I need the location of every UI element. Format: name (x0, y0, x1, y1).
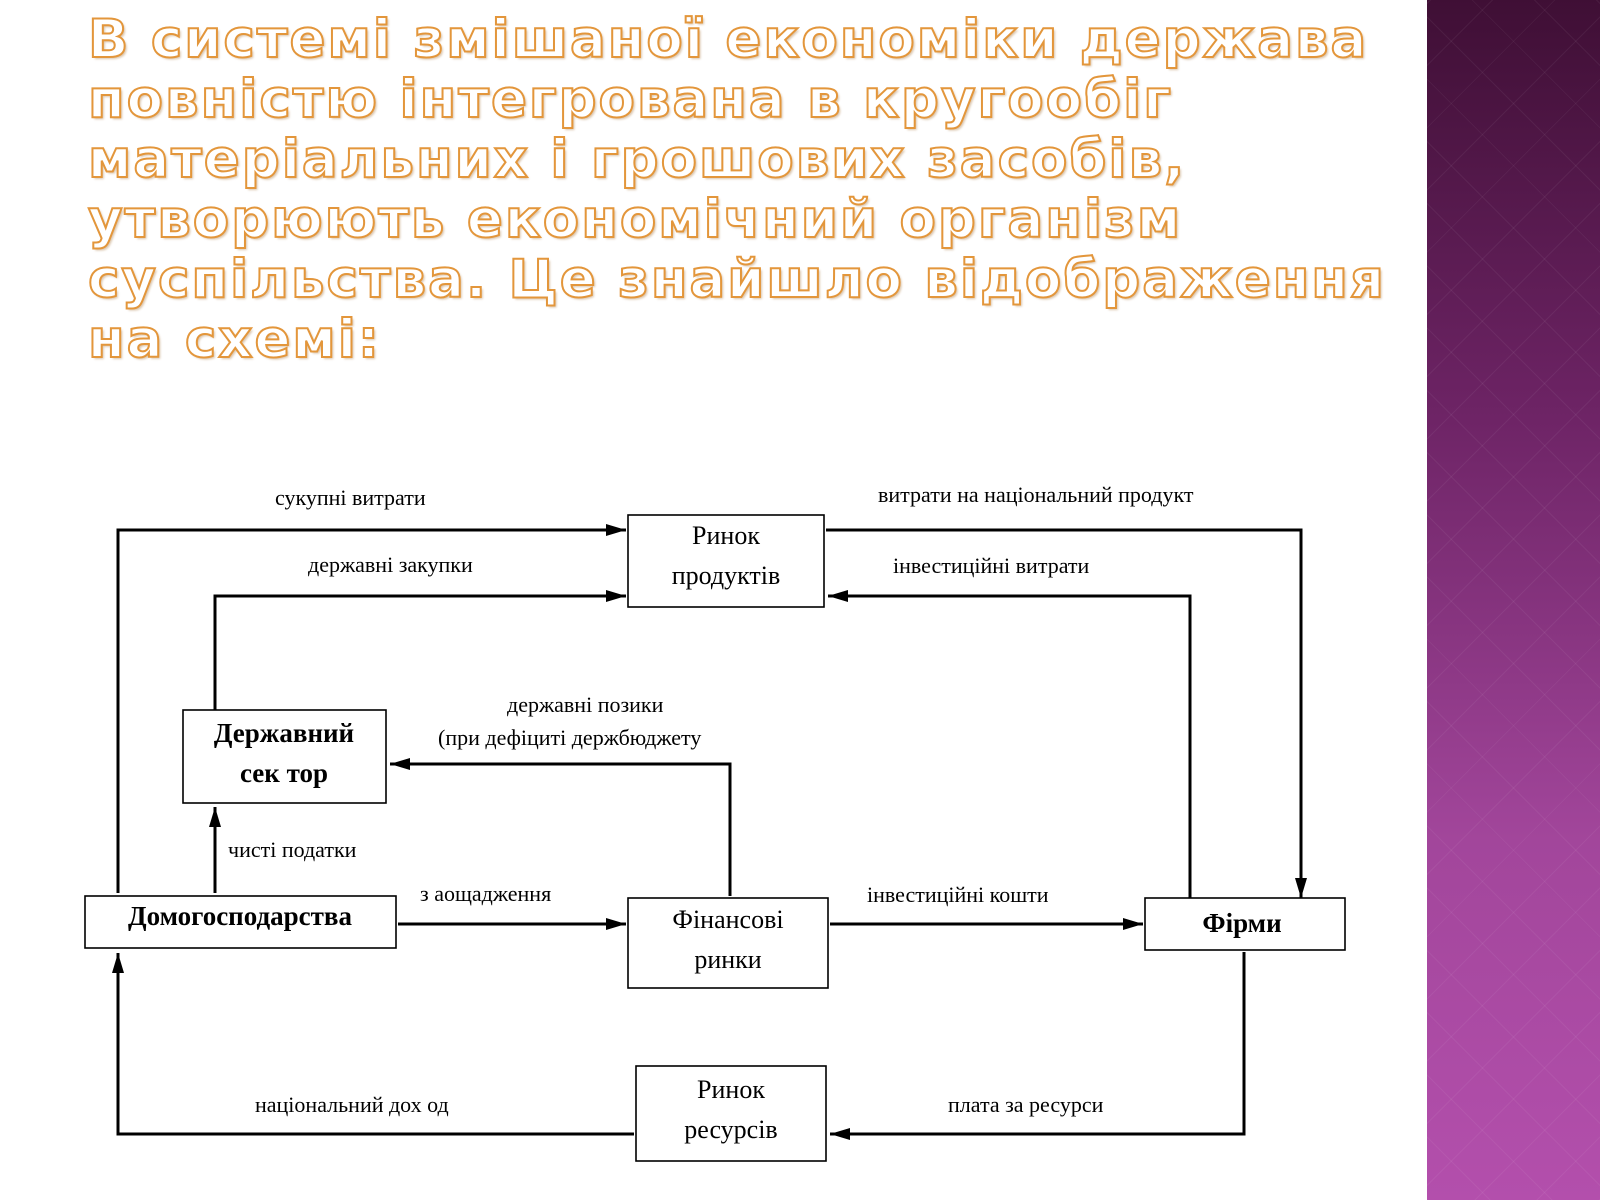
label-investment-spending: інвестиційні витрати (893, 553, 1090, 578)
node-label: ринки (694, 945, 761, 974)
node-label: сек тор (240, 758, 328, 788)
node-label: Ринок (692, 521, 760, 550)
flow-national-product-spending (826, 528, 1307, 898)
node-label: Фінансові (672, 905, 783, 934)
title-line: В системі змішаної економіки держава (87, 9, 1369, 71)
node-government-sector: Державний сек тор (182, 709, 387, 804)
node-financial-markets: Фінансові ринки (627, 897, 829, 989)
flow-resource-payment (830, 952, 1246, 1140)
label-government-borrowing: (при дефіциті держбюджету (438, 725, 701, 750)
title-line: на схемі: (87, 309, 382, 371)
decorative-side-panel (1427, 0, 1600, 1200)
title-line: матеріальних і грошових засобів, (87, 129, 1187, 191)
flow-aggregate-spending (116, 524, 626, 893)
label-national-income: національний дох од (255, 1092, 449, 1117)
flow-government-borrowing (390, 758, 732, 896)
label-net-taxes: чисті податки (228, 837, 357, 862)
label-investment-funds: інвестиційні кошти (867, 882, 1049, 907)
flow-investment-spending (828, 590, 1192, 898)
node-label: ресурсів (684, 1115, 777, 1144)
flow-national-income (112, 953, 634, 1136)
node-resource-market: Ринок ресурсів (635, 1065, 827, 1162)
slide-title: В системі змішаної економіки держава пов… (87, 9, 1408, 371)
node-firms: Фірми (1144, 897, 1346, 951)
label-savings: з аощадження (420, 881, 551, 906)
label-aggregate-spending: сукупні витрати (275, 485, 426, 510)
flow-labels: сукупні витрати державні закупки витрати… (228, 482, 1194, 1117)
title-line: повністю інтегрована в кругообіг (87, 69, 1173, 131)
node-label: Домогосподарства (128, 901, 352, 931)
label-government-borrowing: державні позики (507, 692, 664, 717)
label-resource-payment: плата за ресурси (948, 1092, 1104, 1117)
node-label: Фірми (1202, 908, 1281, 938)
title-line: утворюють економічний організм (87, 189, 1183, 251)
node-label: Державний (214, 718, 354, 748)
node-households: Домогосподарства (84, 895, 397, 949)
flow-lines (112, 524, 1307, 1140)
title-line: суспільства. Це знайшло відображення (87, 249, 1386, 311)
node-label: Ринок (697, 1075, 765, 1104)
label-government-purchases: державні закупки (308, 552, 473, 577)
node-label: продуктів (672, 561, 781, 590)
node-product-market: Ринок продуктів (627, 514, 825, 608)
flow-government-purchases (213, 590, 626, 710)
label-national-product-spending: витрати на національний продукт (878, 482, 1194, 507)
